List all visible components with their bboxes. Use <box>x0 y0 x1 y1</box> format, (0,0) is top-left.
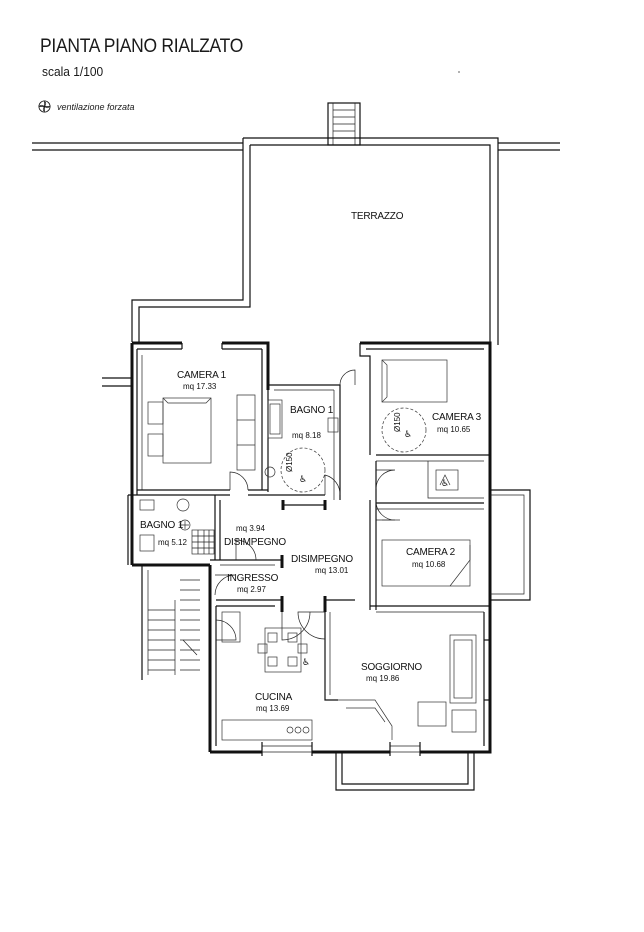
bagno1-main-label: BAGNO 1 <box>290 405 334 416</box>
disimpegno-main-area: mq 13.01 <box>315 566 349 575</box>
svg-text:♿: ♿ <box>302 658 310 668</box>
soggiorno-label: SOGGIORNO <box>361 662 422 673</box>
scale-label: scala 1/100 <box>42 64 104 79</box>
disimpegno-main-label: DISIMPEGNO <box>291 554 353 565</box>
soggiorno-area: mq 19.86 <box>366 674 400 683</box>
site-boundary-lines <box>32 71 560 151</box>
svg-text:♿: ♿ <box>404 430 412 440</box>
bagno1-small-area: mq 5.12 <box>158 538 187 547</box>
exterior-walls <box>102 341 531 754</box>
camera1-label: CAMERA 1 <box>177 370 227 381</box>
terrace-outline <box>131 137 499 345</box>
camera1-area: mq 17.33 <box>183 382 217 391</box>
camera3-area: mq 10.65 <box>437 425 471 434</box>
furniture <box>139 359 477 741</box>
svg-text:♿: ♿ <box>299 475 307 485</box>
ingresso-label: INGRESSO <box>227 573 279 584</box>
bagno1-main-area: mq 8.18 <box>292 431 321 440</box>
stairwell <box>141 565 200 680</box>
diameter-bagno: Ø150 <box>285 452 294 472</box>
page-title: PIANTA PIANO RIALZATO <box>40 36 244 57</box>
legend: ventilazione forzata <box>38 100 135 113</box>
camera2-area: mq 10.68 <box>412 560 446 569</box>
camera2-label: CAMERA 2 <box>406 547 456 558</box>
ingresso-area: mq 2.97 <box>237 585 266 594</box>
wheelchair-icon: ♿ ♿ ♿ ♿ <box>299 430 449 668</box>
balcony-bottom <box>335 752 475 791</box>
camera3-label: CAMERA 3 <box>432 412 482 423</box>
room-labels: TERRAZZO CAMERA 1 mq 17.33 BAGNO 1 mq 8.… <box>140 211 482 713</box>
cucina-label: CUCINA <box>255 692 293 703</box>
cucina-area: mq 13.69 <box>256 704 290 713</box>
disimpegno-small-area: mq 3.94 <box>236 524 265 533</box>
fan-icon <box>179 519 191 531</box>
bagno1-small-label: BAGNO 1 <box>140 520 184 531</box>
door-swings <box>181 343 396 641</box>
diameter-camera3: Ø150 <box>393 412 402 432</box>
terrace-stair <box>327 102 361 146</box>
legend-text: ventilazione forzata <box>57 101 135 112</box>
fan-icon <box>38 100 51 113</box>
disimpegno-small-label: DISIMPEGNO <box>224 537 286 548</box>
svg-text:♿: ♿ <box>441 479 449 489</box>
windows <box>261 639 490 756</box>
terrazzo-label: TERRAZZO <box>351 211 404 222</box>
